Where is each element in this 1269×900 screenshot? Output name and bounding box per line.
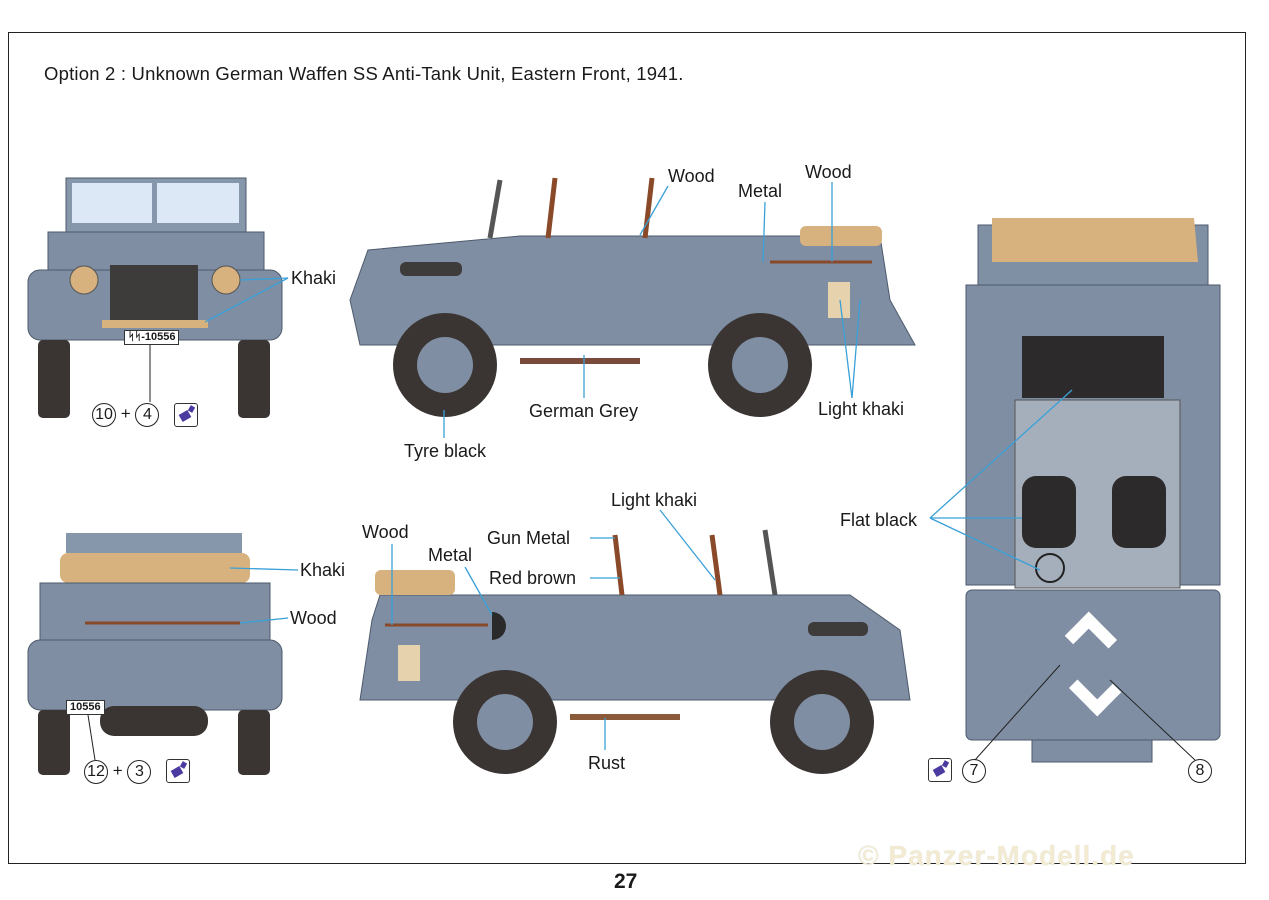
callout-rust: Rust xyxy=(588,753,626,773)
callout-light-khaki: Light khaki xyxy=(818,399,905,419)
callout-tyre-black: Tyre black xyxy=(404,441,487,461)
rear-view-vehicle xyxy=(27,533,283,775)
decal-number: 12 xyxy=(84,760,108,784)
callout-red-brown: Red brown xyxy=(489,568,577,588)
decal-lines xyxy=(87,664,1196,761)
front-decal-numbers: 10 + 4 xyxy=(92,403,160,427)
callout-light-khaki-side: Light khaki xyxy=(611,490,698,510)
callout-flat-black: Flat black xyxy=(840,510,918,530)
decal-number: 7 xyxy=(962,759,986,783)
callout-metal: Metal xyxy=(738,181,783,201)
decal-number: 8 xyxy=(1188,759,1212,783)
water-slide-decal-icon xyxy=(928,758,952,782)
decal-number: 3 xyxy=(127,760,152,784)
callout-wood-rifle: Wood xyxy=(668,166,715,186)
callout-gun-metal: Gun Metal xyxy=(487,528,571,548)
decal-plus: + xyxy=(112,761,123,780)
callout-khaki-rear: Khaki xyxy=(300,560,346,580)
front-view-vehicle xyxy=(27,177,283,418)
side-view-bottom-vehicle xyxy=(359,529,911,774)
top-view-vehicle xyxy=(965,218,1221,763)
decal-number: 10 xyxy=(92,403,116,427)
page-frame xyxy=(8,32,1246,864)
leader-lines xyxy=(204,182,1073,750)
callout-wood-rear: Wood xyxy=(290,608,337,628)
water-slide-decal-icon xyxy=(166,759,190,783)
decal-plus: + xyxy=(120,404,131,423)
watermark: © Panzer-Modell.de xyxy=(858,840,1135,871)
callout-wood-side: Wood xyxy=(362,522,409,542)
water-slide-decal-icon xyxy=(174,403,198,427)
rear-license-plate: 10556 xyxy=(66,700,105,715)
callout-metal-side: Metal xyxy=(428,545,473,565)
front-license-plate: ᛋᛋ-10556 xyxy=(124,330,180,345)
callout-german-grey: German Grey xyxy=(529,401,639,421)
page-title: Option 2 : Unknown German Waffen SS Anti… xyxy=(44,63,684,84)
top-decal-left: 7 xyxy=(962,759,986,783)
top-decal-right: 8 xyxy=(1188,759,1212,783)
callout-khaki-front: Khaki xyxy=(291,268,337,288)
side-view-top-vehicle xyxy=(349,177,916,417)
page-number: 27 xyxy=(614,870,638,893)
decal-number: 4 xyxy=(135,403,160,427)
rear-decal-numbers: 12 + 3 xyxy=(84,760,152,784)
callout-wood-tool: Wood xyxy=(805,162,852,182)
